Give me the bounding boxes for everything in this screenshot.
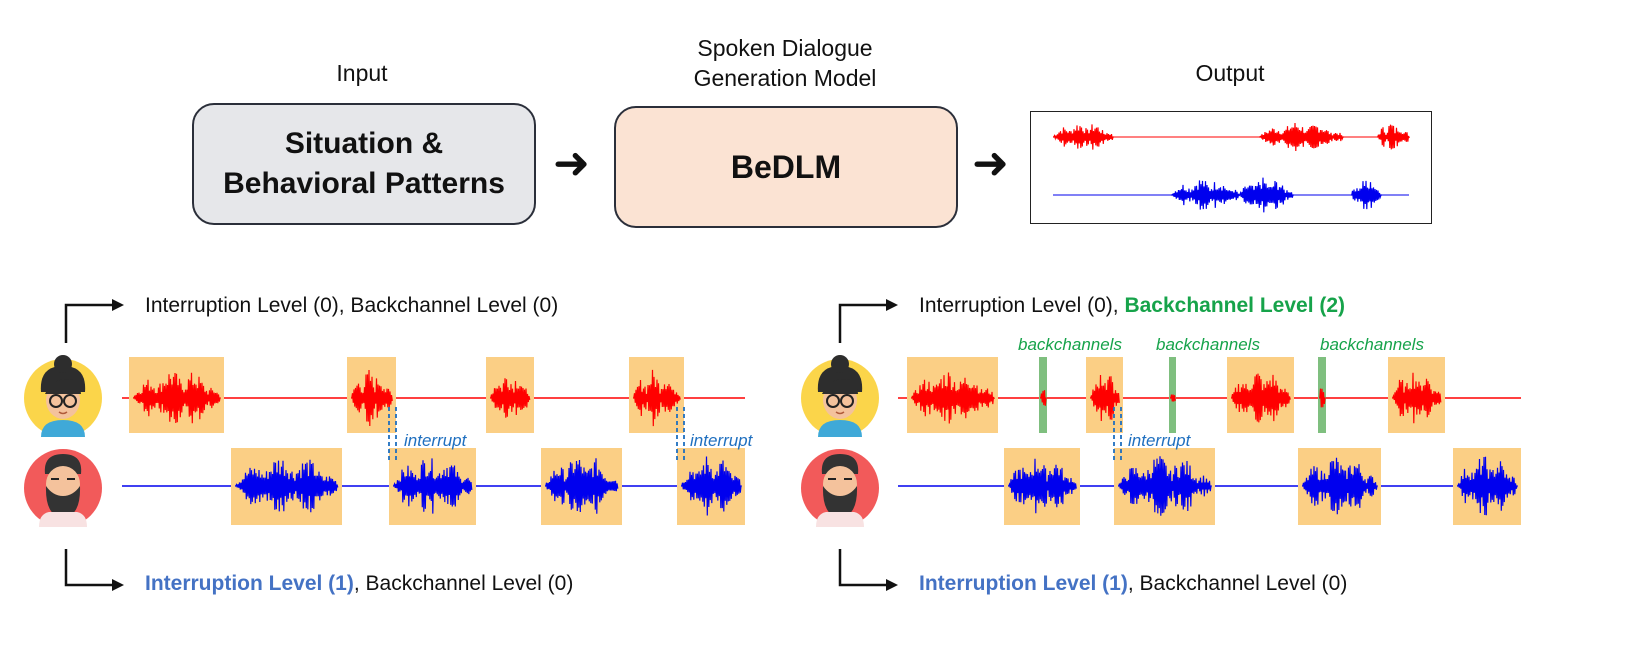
right-bottom-level-rest: , Backchannel Level (0): [1127, 572, 1348, 595]
left-top-level-text: Interruption Level (0), Backchannel Leve…: [145, 294, 559, 317]
model-label: Spoken Dialogue Generation Model: [640, 33, 930, 93]
speaker-a-waveform: [1231, 373, 1291, 423]
left-bottom-level-rest: , Backchannel Level (0): [353, 572, 574, 595]
speaker-b-waveform: [681, 456, 742, 516]
elbow-arrow-head: [112, 299, 124, 311]
backchannel-annotation: backchannels: [1018, 335, 1122, 354]
output-wave-segment: [1053, 124, 1114, 150]
speaker-a-waveform: [911, 372, 995, 424]
output-speaker-a-wave: [1053, 122, 1410, 152]
speaker-b-waveform: [1008, 458, 1077, 514]
left-waveforms: [133, 369, 742, 516]
speaker-a-waveform: [633, 369, 681, 427]
speaker-b-waveform: [1118, 456, 1212, 516]
input-box-line-2: Behavioral Patterns: [223, 167, 505, 200]
right-arrow-icon: ➜: [553, 139, 590, 188]
man-avatar-icon: [801, 449, 879, 527]
interrupt-annotation: interrupt: [1128, 431, 1192, 450]
input-label: Input: [336, 60, 388, 86]
right-speech-segments: [907, 357, 1521, 525]
left-panel-diagram: interrupt interrupt: [24, 299, 754, 591]
model-box-title: BeDLM: [730, 148, 842, 185]
input-box: Situation & Behavioral Patterns: [192, 103, 536, 225]
right-waveforms: [911, 372, 1518, 516]
speaker-a-waveform: [351, 369, 393, 427]
model-label-line-2: Generation Model: [693, 65, 877, 91]
speaker-a-waveform: [490, 378, 531, 418]
speaker-b-waveform: [1302, 457, 1378, 515]
backchannel-waveform: [1319, 388, 1326, 408]
elbow-arrow-icon: [64, 303, 112, 343]
interrupt-annotation: interrupt: [690, 431, 754, 450]
speaker-b-waveform: [235, 459, 339, 513]
output-speaker-b-wave: [1171, 177, 1382, 213]
output-label: Output: [1195, 60, 1265, 86]
elbow-arrow-head: [112, 579, 124, 591]
elbow-arrow-icon: [838, 303, 886, 343]
left-bottom-level-text: Interruption Level (1), Backchannel Leve…: [145, 570, 573, 598]
speaker-b-waveform: [1457, 456, 1518, 516]
right-arrow-icon: ➜: [972, 139, 1009, 188]
elbow-arrow-icon: [64, 549, 112, 587]
right-top-level-text: Interruption Level (0), Backchannel Leve…: [919, 292, 1345, 320]
backchannel-waveform: [1170, 394, 1176, 402]
backchannel-annotation: backchannels: [1320, 335, 1424, 354]
output-wave-segment: [1171, 180, 1240, 210]
woman-avatar-icon: [801, 355, 879, 437]
backchannel-annotation: backchannels: [1156, 335, 1260, 354]
output-wave-segment: [1377, 124, 1410, 150]
output-waveform-svg: [1053, 122, 1410, 213]
speaker-a-waveform: [133, 372, 221, 424]
output-wave-segment: [1239, 177, 1294, 213]
elbow-arrow-head: [886, 299, 898, 311]
input-box-line-1: Situation &: [284, 127, 444, 160]
interrupt-annotation: interrupt: [404, 431, 468, 450]
elbow-arrow-head: [886, 579, 898, 591]
speaker-a-waveform: [1090, 374, 1120, 422]
output-waveform-box: [1030, 111, 1432, 224]
man-avatar-icon: [24, 449, 102, 527]
speaker-b-waveform: [545, 458, 619, 514]
right-panel-diagram: backchannels backchannels backchannels i…: [801, 299, 1521, 591]
speaker-b-waveform: [393, 458, 473, 514]
right-bottom-level-text: Interruption Level (1), Backchannel Leve…: [919, 570, 1347, 598]
left-interruption-highlight: Interruption Level (1): [145, 572, 354, 595]
right-interruption-highlight: Interruption Level (1): [919, 572, 1128, 595]
output-wave-segment: [1351, 180, 1382, 210]
model-box: BeDLM: [614, 106, 958, 228]
elbow-arrow-icon: [838, 549, 886, 587]
right-top-level-plain: Interruption Level (0),: [919, 294, 1125, 317]
woman-avatar-icon: [24, 355, 102, 437]
model-label-line-1: Spoken Dialogue: [697, 35, 873, 61]
right-backchannel-highlight: Backchannel Level (2): [1124, 294, 1346, 317]
output-wave-segment: [1259, 122, 1344, 152]
backchannel-waveform: [1040, 390, 1047, 406]
speaker-a-waveform: [1392, 372, 1442, 424]
